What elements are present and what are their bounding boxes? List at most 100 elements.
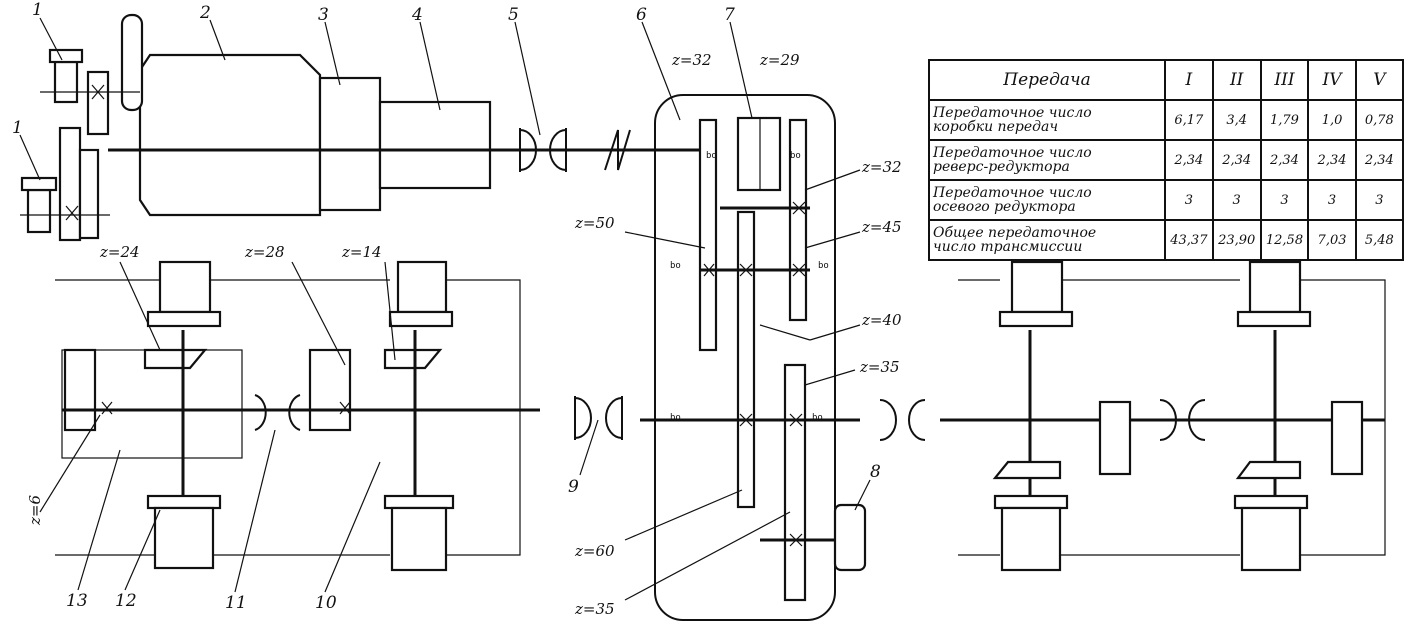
label-z40: z=40 [861,311,902,329]
gear-z60 [736,210,756,509]
table-cell: 3 [1163,179,1214,221]
label-z14: z=14 [341,243,382,261]
axle-gear [1098,400,1132,476]
label-z28: z=28 [244,243,285,261]
pto-8 [833,503,867,572]
label-z60: z=60 [574,542,615,560]
row-name-line2: число трансмиссии [933,239,1083,255]
pump-lower [26,188,52,234]
table-header-row: Передача I II III IV V [928,59,1404,101]
table-cell: 5,48 [1354,219,1404,261]
table-cell: 2,34 [1163,139,1214,181]
suspension-spring-r-upper [396,260,448,314]
suspension-spring-r-lower [390,506,448,572]
suspension-spring-lower [1000,506,1062,572]
bearing-mark: bo [706,151,717,161]
engine-exhaust [120,13,144,112]
label-z50: z=50 [574,214,615,232]
label-part-5: 5 [508,5,519,25]
label-part-1-lower: 1 [12,118,23,138]
pump-drive-gear-lower [58,126,82,242]
row-name-line1: Общее передаточное [933,225,1097,241]
pump-upper [53,60,79,104]
gear-mesh-mark [65,205,79,221]
bevel-gear [992,460,1062,480]
table-cell: 3,4 [1211,99,1262,141]
suspension-spring-upper [1010,260,1064,314]
table-cell: 2,34 [1307,139,1357,181]
table-cell: 2,34 [1259,139,1310,181]
bevel-gear-z14 [383,348,443,370]
table-cell: 23,90 [1211,219,1262,261]
label-part-1-upper: 1 [32,0,43,20]
table-header-gear: IV [1307,59,1357,101]
gear-mesh-mark [91,84,105,100]
gear-labels: z=32 z=29 z=32 z=50 z=45 z=40 z=35 z=60 … [26,51,902,618]
table-cell: 2,34 [1211,139,1262,181]
bearing-mark: bo [818,261,829,271]
axle-box-lower [146,494,222,510]
bogie-left [55,260,623,572]
label-z6: z=6 [26,495,44,526]
label-z35-lower: z=35 [574,600,615,618]
bevel-gear-z24 [143,348,208,370]
row-name-line2: реверс-редуктора [933,159,1070,175]
label-z24: z=24 [99,243,140,261]
table-cell: 3 [1354,179,1404,221]
table-cell: 1,0 [1307,99,1357,141]
bearing-mark: bo [812,413,823,423]
axle-gear-left [63,348,97,432]
bogie-right [879,260,1386,572]
table-cell: 43,37 [1163,219,1214,261]
cardan-shaft-5 [519,128,631,172]
gear-z35 [783,363,807,602]
pump-upper-cap [48,48,84,64]
axle-box-r-upper [388,310,454,328]
pump-drive-gear-upper [86,70,110,136]
table-cell: 3 [1211,179,1262,221]
suspension-spring-lower [1240,506,1302,572]
axle-box-upper [1236,310,1312,328]
table-cell: 3 [1259,179,1310,221]
table-cell: 12,58 [1259,219,1310,261]
label-part-12: 12 [115,591,137,611]
label-z32-right: z=32 [861,158,902,176]
label-z35-upper: z=35 [859,358,900,376]
suspension-spring-lower [153,506,215,570]
bearing-mark: bo [670,261,681,271]
gearbox-6: bo bo bo bo bo bo [640,94,867,621]
table-header-gear: I [1163,59,1214,101]
engine-group [20,13,700,242]
gearbox-housing [654,94,836,621]
axle-box-upper [146,310,222,328]
label-part-8: 8 [870,462,881,482]
axle-box-upper [998,310,1074,328]
table-header-gear: II [1211,59,1262,101]
bevel-gear [1235,460,1302,480]
part-labels: 1 1 2 3 4 5 6 7 8 9 10 11 12 13 [12,0,881,613]
label-z29: z=29 [759,51,800,69]
clutch-housing [318,76,382,212]
label-part-2: 2 [199,3,211,23]
label-part-6: 6 [636,5,647,25]
label-part-11: 11 [225,593,247,613]
label-part-4: 4 [411,5,423,25]
table-header-gear: III [1259,59,1310,101]
row-name-line2: коробки передач [933,119,1059,135]
row-name-line1: Передаточное число [933,105,1092,121]
axle-box-lower [993,494,1069,510]
torque-unit-housing [378,100,492,190]
suspension-spring-upper [1248,260,1302,314]
label-part-3: 3 [318,5,329,25]
table-cell: 6,17 [1163,99,1214,141]
row-name-line2: осевого редуктора [933,199,1076,215]
leader-lines [19,17,871,601]
